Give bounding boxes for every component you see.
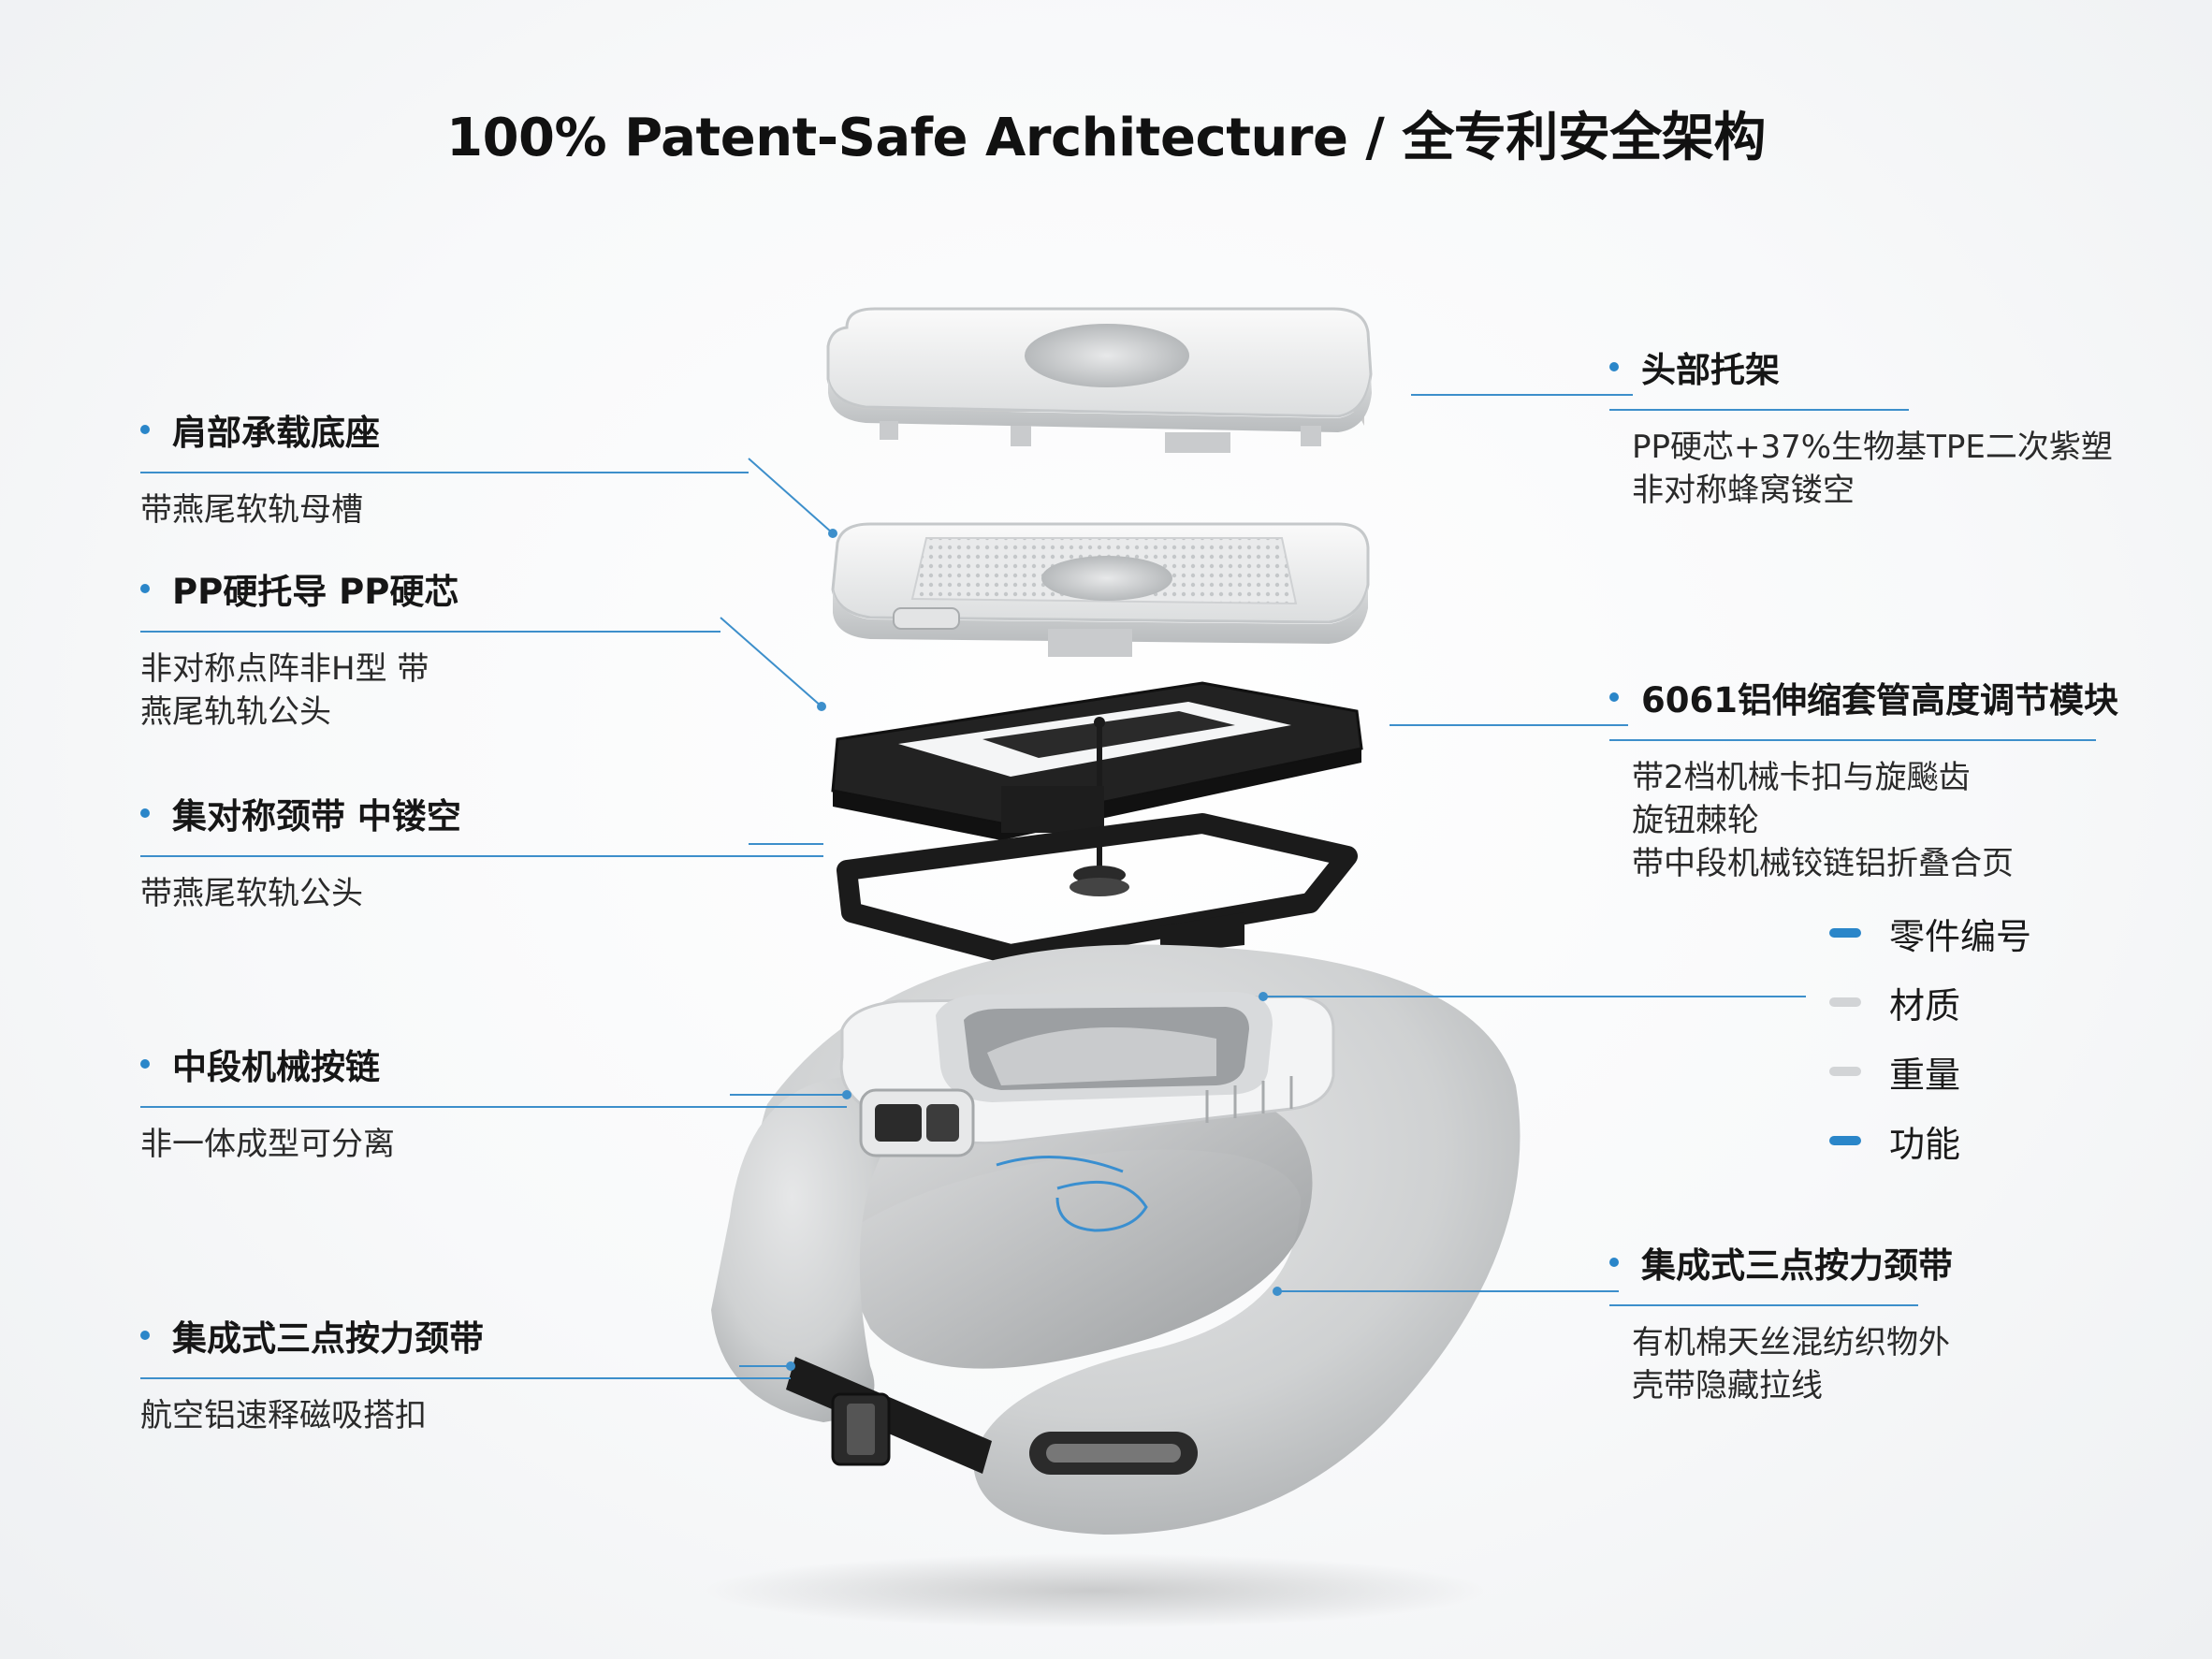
bullet-dot xyxy=(140,425,150,434)
callout-desc-line: 壳带隐藏拉线 xyxy=(1632,1367,1823,1404)
legend-item: 材质 xyxy=(1829,968,2031,1037)
legend: 零件编号 材质 重量 功能 xyxy=(1829,898,2031,1175)
callout-heading: 集成式三点按力颈带 xyxy=(172,1318,484,1359)
leader-line xyxy=(1609,409,1909,411)
callout-heading: 中段机械按链 xyxy=(172,1047,380,1087)
leader-line xyxy=(140,1106,847,1108)
legend-swatch xyxy=(1829,997,1861,1007)
bullet-dot xyxy=(140,1059,150,1069)
callout-neckband-left: 集成式三点按力颈带 航空铝速释磁吸搭扣 xyxy=(140,1310,791,1437)
callout-desc-line: 带燕尾软轨公头 xyxy=(140,875,363,912)
callout-desc-line: 燕尾轨轨公头 xyxy=(140,693,331,731)
bullet-dot xyxy=(140,584,150,593)
callout-heading: PP硬托导 PP硬芯 xyxy=(172,572,459,612)
neck-pillow-body xyxy=(711,944,1521,1535)
legend-swatch xyxy=(1829,928,1861,938)
legend-swatch xyxy=(1829,1067,1861,1076)
legend-item: 零件编号 xyxy=(1829,898,2031,968)
legend-swatch xyxy=(1829,1136,1861,1145)
bullet-dot xyxy=(1609,362,1619,371)
callout-desc-line: 航空铝速释磁吸搭扣 xyxy=(140,1397,427,1434)
legend-label: 材质 xyxy=(1889,984,1961,1026)
callout-desc-line: 带中段机械铰链铝折叠合页 xyxy=(1632,845,2014,882)
callout-hinge: 中段机械按链 非一体成型可分离 xyxy=(140,1039,847,1166)
leader-line xyxy=(140,1377,791,1379)
callout-heading: 集对称颈带 中镂空 xyxy=(172,796,461,837)
legend-label: 零件编号 xyxy=(1889,915,2032,957)
callout-symmetric-neckband: 集对称颈带 中镂空 带燕尾软轨公头 xyxy=(140,788,823,915)
leader-line xyxy=(1609,1304,1918,1306)
leader-line xyxy=(140,472,749,473)
leader-line xyxy=(1609,739,2096,741)
callout-desc-line: 有机棉天丝混纺织物外 xyxy=(1632,1324,1950,1361)
callout-desc-line: 非对称点阵非H型 带 xyxy=(140,650,429,688)
legend-item: 功能 xyxy=(1829,1106,2031,1175)
legend-label: 功能 xyxy=(1889,1123,1961,1165)
callout-head-rest: 头部托架 PP硬芯+37%生物基TPE二次紫塑 非对称蜂窝镂空 xyxy=(1609,342,2171,512)
callout-heading: 集成式三点按力颈带 xyxy=(1641,1245,1953,1286)
legend-item: 重量 xyxy=(1829,1037,2031,1106)
head-rest-plate xyxy=(826,307,1373,453)
callout-shoulder-base: 肩部承载底座 带燕尾软轨母槽 xyxy=(140,404,749,531)
callout-desc-line: 非一体成型可分离 xyxy=(140,1126,395,1163)
leader-line xyxy=(140,855,823,857)
shoulder-base-plate xyxy=(831,522,1370,657)
callout-aluminium-module: 6061铝伸缩套管高度调节模块 带2档机械卡扣与旋飈齿 旋钮棘轮 带中段机械铰链… xyxy=(1609,672,2133,885)
callout-desc-line: 旋钮棘轮 xyxy=(1632,802,1759,839)
bullet-dot xyxy=(1609,692,1619,702)
callout-heading: 头部托架 xyxy=(1641,350,1780,390)
legend-label: 重量 xyxy=(1889,1054,1961,1096)
callout-neckband-right: 集成式三点按力颈带 有机棉天丝混纺织物外 壳带隐藏拉线 xyxy=(1609,1237,2133,1407)
callout-pp-core: PP硬托导 PP硬芯 非对称点阵非H型 带 燕尾轨轨公头 xyxy=(140,563,720,734)
callout-desc-line: 带2档机械卡扣与旋飈齿 xyxy=(1632,759,1971,796)
callout-desc-line: 带燕尾软轨母槽 xyxy=(140,491,363,529)
lower-frame xyxy=(837,813,1358,965)
callout-heading: 肩部承载底座 xyxy=(172,413,380,453)
bullet-dot xyxy=(1609,1258,1619,1267)
height-adjust-frame xyxy=(831,681,1363,840)
callout-desc-line: PP硬芯+37%生物基TPE二次紫塑 xyxy=(1632,429,2113,466)
page-title: 100% Patent-Safe Architecture / 全专利安全架构 xyxy=(446,108,1766,168)
callout-heading: 6061铝伸缩套管高度调节模块 xyxy=(1641,680,2118,720)
callout-desc-line: 非对称蜂窝镂空 xyxy=(1632,472,1855,509)
leader-line xyxy=(140,631,720,633)
bullet-dot xyxy=(140,808,150,818)
bullet-dot xyxy=(140,1331,150,1340)
